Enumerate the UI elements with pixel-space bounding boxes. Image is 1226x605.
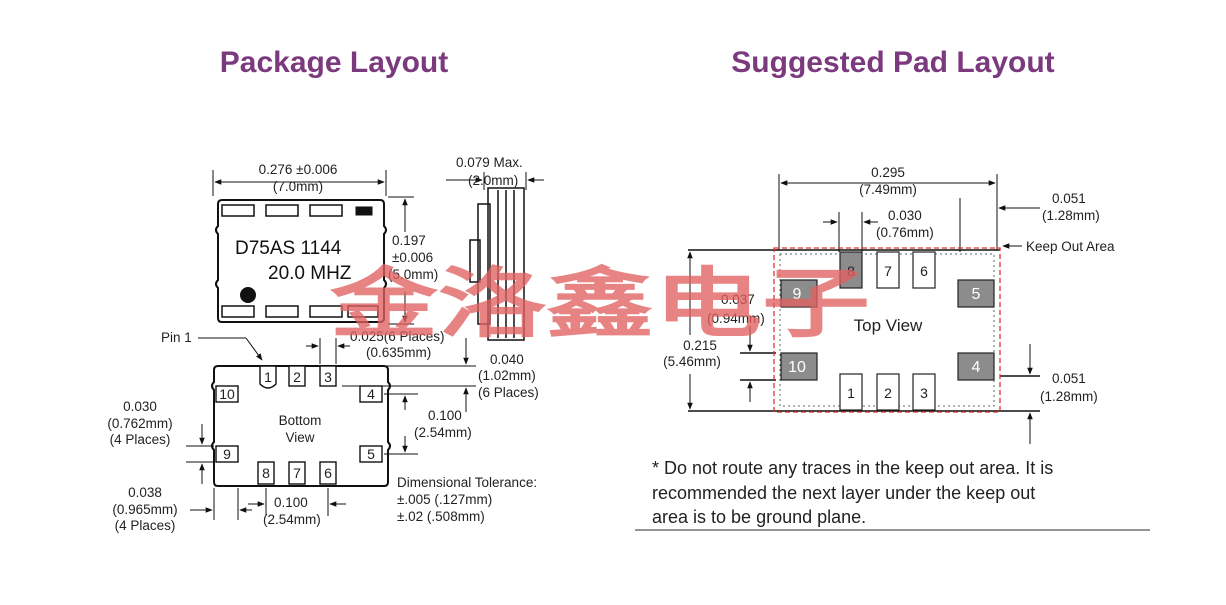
note-line-2: recommended the next layer under the kee… bbox=[652, 483, 1035, 503]
watermark-text: 金洛鑫电子 bbox=[329, 259, 870, 348]
side-height-in: 0.051 bbox=[1052, 371, 1086, 386]
pitch-h-in: 0.100 bbox=[274, 495, 308, 510]
tolerance-line-1: ±.005 (.127mm) bbox=[397, 492, 492, 507]
pitch-v-mm: (2.54mm) bbox=[414, 425, 472, 440]
pad-pin-6: 6 bbox=[920, 263, 928, 279]
side-length-mm: (0.965mm) bbox=[112, 502, 177, 517]
pad-layout-pads bbox=[780, 251, 995, 411]
pad-layout-width-dimension bbox=[778, 174, 998, 250]
bottom-pin-2: 2 bbox=[293, 369, 301, 385]
pad-pin-1: 1 bbox=[847, 385, 855, 401]
bottom-pin-8: 8 bbox=[262, 465, 270, 481]
package-marking-line1: D75AS 1144 bbox=[235, 238, 342, 259]
keep-out-label: Keep Out Area bbox=[1026, 239, 1115, 254]
bottom-pin-1: 1 bbox=[264, 369, 272, 385]
package-top-view bbox=[215, 199, 387, 323]
top-view-label: Top View bbox=[854, 316, 923, 335]
pad-pin-3: 3 bbox=[920, 385, 928, 401]
pad-pin-10: 10 bbox=[788, 359, 806, 376]
pad-layout-height-mm: (5.46mm) bbox=[663, 354, 721, 369]
pitch-v-in: 0.100 bbox=[428, 408, 462, 423]
package-width-mm: (7.0mm) bbox=[273, 179, 323, 194]
pad-pin-2: 2 bbox=[884, 385, 892, 401]
pad-length-places: (6 Places) bbox=[478, 385, 539, 400]
package-bottom-pads bbox=[215, 365, 383, 485]
side-pad-in: 0.037 bbox=[721, 292, 755, 307]
pad-layout-title: Suggested Pad Layout bbox=[731, 46, 1054, 79]
side-width-in: 0.030 bbox=[123, 399, 157, 414]
pad-layout-height-in: 0.215 bbox=[683, 338, 717, 353]
side-width-places: (4 Places) bbox=[110, 432, 171, 447]
package-side-view bbox=[469, 187, 525, 341]
pad-pin-7: 7 bbox=[884, 263, 892, 279]
package-bottom-view bbox=[211, 365, 391, 487]
pad-pin-9: 9 bbox=[793, 286, 802, 303]
pad-layout-width-mm: (7.49mm) bbox=[859, 182, 917, 197]
pad-gap-in: 0.030 bbox=[888, 208, 922, 223]
package-layout-title: Package Layout bbox=[220, 46, 448, 79]
pin1-label: Pin 1 bbox=[161, 330, 192, 345]
note-line-3: area is to be ground plane. bbox=[652, 507, 866, 527]
pitch-horizontal-dimension bbox=[248, 488, 346, 516]
pad-width-mm: (0.635mm) bbox=[366, 345, 431, 360]
bottom-pin-4: 4 bbox=[367, 386, 375, 402]
pitch-vertical-dimension bbox=[384, 393, 418, 455]
pad-w-right-mm: (1.28mm) bbox=[1042, 208, 1100, 223]
bottom-view-label-1: Bottom bbox=[279, 413, 322, 428]
pad-layout-height-lines bbox=[688, 249, 1040, 412]
bottom-pin-5: 5 bbox=[367, 446, 375, 462]
package-width-in: 0.276 ±0.006 bbox=[259, 162, 338, 177]
side-pad-length-dimension bbox=[190, 488, 252, 520]
pad-length-dimension bbox=[342, 338, 476, 412]
pad-width-in: 0.025(6 Places) bbox=[350, 329, 445, 344]
bottom-view-label-2: View bbox=[285, 430, 314, 445]
pitch-h-mm: (2.54mm) bbox=[263, 512, 321, 527]
package-height-mm: (5.0mm) bbox=[388, 267, 438, 282]
pad-pin-4: 4 bbox=[972, 359, 981, 376]
side-length-places: (4 Places) bbox=[115, 518, 176, 533]
package-thickness-dimension bbox=[446, 172, 544, 190]
side-pad-mm: (0.94mm) bbox=[707, 311, 765, 326]
package-marking-line2: 20.0 MHZ bbox=[268, 263, 352, 284]
side-pad-width-dimension bbox=[186, 424, 214, 484]
keep-out-area bbox=[773, 247, 1001, 413]
package-height-dimension bbox=[388, 196, 414, 325]
package-height-tol: ±0.006 bbox=[392, 250, 433, 265]
package-thickness-mm: (2.0mm) bbox=[468, 173, 518, 188]
side-height-mm: (1.28mm) bbox=[1040, 389, 1098, 404]
side-width-mm: (0.762mm) bbox=[107, 416, 172, 431]
pad-gap-mm: (0.76mm) bbox=[876, 225, 934, 240]
pad-length-in: 0.040 bbox=[490, 352, 524, 367]
bottom-pin-10: 10 bbox=[219, 386, 235, 402]
pad-pin-5: 5 bbox=[972, 286, 981, 303]
package-height-in: 0.197 bbox=[392, 233, 426, 248]
package-thickness-in: 0.079 Max. bbox=[456, 155, 523, 170]
tolerance-line-2: ±.02 (.508mm) bbox=[397, 509, 485, 524]
pad-length-mm: (1.02mm) bbox=[478, 368, 536, 383]
pad-gap-dimension bbox=[823, 212, 878, 252]
bottom-pin-7: 7 bbox=[293, 465, 301, 481]
pad-width-right-dimension bbox=[959, 198, 1040, 252]
side-length-in: 0.038 bbox=[128, 485, 162, 500]
pad-w-right-in: 0.051 bbox=[1052, 191, 1086, 206]
package-width-dimension bbox=[212, 170, 387, 196]
pad-pin-8: 8 bbox=[847, 263, 855, 279]
note-line-1: * Do not route any traces in the keep ou… bbox=[652, 458, 1053, 478]
pad-width-dimension bbox=[306, 338, 350, 364]
bottom-pin-3: 3 bbox=[324, 369, 332, 385]
bottom-pin-9: 9 bbox=[223, 446, 231, 462]
pad-layout-width-in: 0.295 bbox=[871, 165, 905, 180]
tolerance-title: Dimensional Tolerance: bbox=[397, 475, 537, 490]
bottom-pin-6: 6 bbox=[324, 465, 332, 481]
